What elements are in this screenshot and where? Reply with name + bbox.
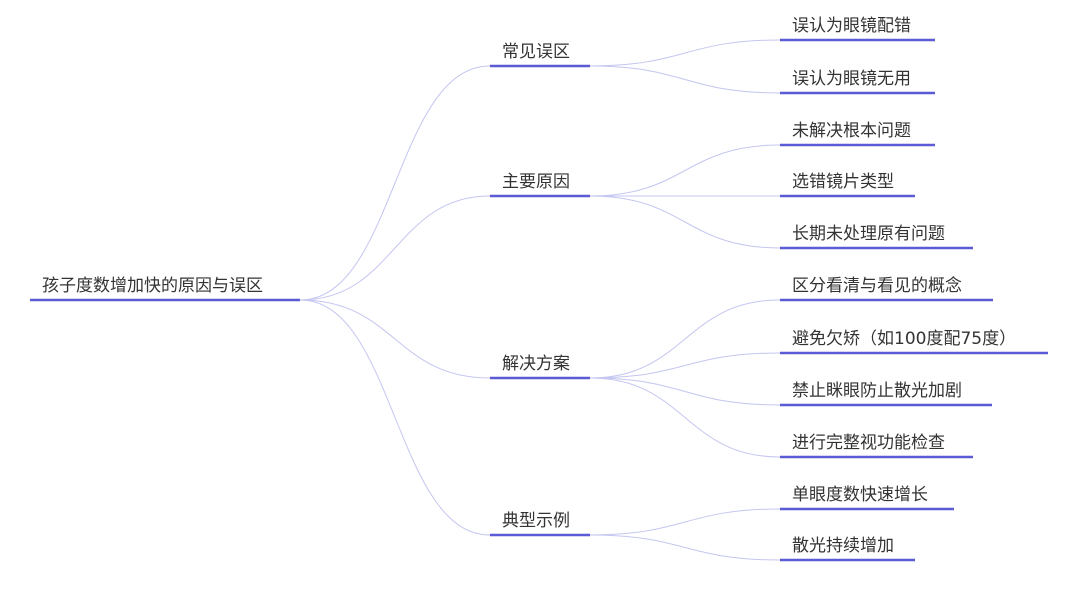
- leaf-node-2-2[interactable]: 禁止眯眼防止散光加剧: [780, 381, 992, 407]
- connector-branch-3-leaf-0: [589, 508, 781, 536]
- leaf-node-2-2-label: 禁止眯眼防止散光加剧: [792, 381, 962, 401]
- branch-node-1-label: 主要原因: [502, 172, 570, 192]
- leaf-node-1-0[interactable]: 未解决根本问题: [780, 121, 935, 147]
- root-node-label: 孩子度数增加快的原因与误区: [42, 276, 263, 296]
- leaf-node-2-3[interactable]: 进行完整视功能检查: [780, 433, 973, 459]
- leaf-node-0-1-label: 误认为眼镜无用: [792, 69, 911, 89]
- leaf-node-1-2[interactable]: 长期未处理原有问题: [780, 224, 973, 250]
- leaf-node-0-0[interactable]: 误认为眼镜配错: [780, 16, 935, 42]
- connector-branch-0-leaf-0: [589, 39, 781, 67]
- branch-node-1[interactable]: 主要原因: [490, 172, 590, 198]
- connector-branch-1-leaf-2: [589, 195, 781, 249]
- branch-node-3-label: 典型示例: [502, 511, 570, 531]
- leaf-node-3-1[interactable]: 散光持续增加: [780, 536, 915, 562]
- leaf-node-2-3-label: 进行完整视功能检查: [792, 433, 945, 453]
- connector-branch-2-leaf-0: [589, 299, 781, 379]
- connector-lines: [299, 39, 781, 561]
- leaf-node-2-1-label: 避免欠矫（如100度配75度）: [792, 329, 1016, 349]
- leaf-node-1-1[interactable]: 选错镜片类型: [780, 172, 915, 198]
- leaf-node-3-1-label: 散光持续增加: [792, 536, 894, 556]
- leaf-node-1-2-label: 长期未处理原有问题: [792, 224, 945, 244]
- connector-root-branch-2: [299, 299, 491, 379]
- leaf-node-2-0[interactable]: 区分看清与看见的概念: [780, 275, 993, 302]
- connector-branch-1-leaf-0: [589, 144, 781, 197]
- leaf-node-2-1[interactable]: 避免欠矫（如100度配75度）: [780, 329, 1048, 355]
- connector-branch-2-leaf-3: [589, 377, 781, 458]
- connector-root-branch-3: [299, 299, 491, 536]
- leaf-node-2-0-label: 区分看清与看见的概念: [792, 275, 962, 296]
- branch-node-0-label: 常见误区: [502, 42, 570, 62]
- root-node[interactable]: 孩子度数增加快的原因与误区: [30, 276, 300, 302]
- connector-branch-2-leaf-1: [589, 352, 781, 379]
- leaf-node-3-0-label: 单眼度数快速增长: [792, 485, 928, 505]
- connector-root-branch-1: [299, 195, 491, 301]
- leaf-node-0-0-label: 误认为眼镜配错: [792, 16, 911, 36]
- branch-node-3[interactable]: 典型示例: [490, 511, 590, 537]
- connector-root-branch-0: [299, 65, 491, 301]
- branch-node-2[interactable]: 解决方案: [490, 354, 590, 380]
- connector-branch-3-leaf-1: [589, 534, 781, 561]
- leaf-node-0-1[interactable]: 误认为眼镜无用: [780, 69, 935, 95]
- branch-node-0[interactable]: 常见误区: [490, 42, 590, 68]
- leaf-node-1-1-label: 选错镜片类型: [792, 172, 894, 192]
- leaf-node-3-0[interactable]: 单眼度数快速增长: [780, 485, 954, 511]
- leaf-node-1-0-label: 未解决根本问题: [792, 121, 911, 141]
- connector-branch-2-leaf-2: [589, 377, 781, 406]
- branch-node-2-label: 解决方案: [502, 354, 570, 374]
- connector-branch-0-leaf-1: [589, 65, 781, 94]
